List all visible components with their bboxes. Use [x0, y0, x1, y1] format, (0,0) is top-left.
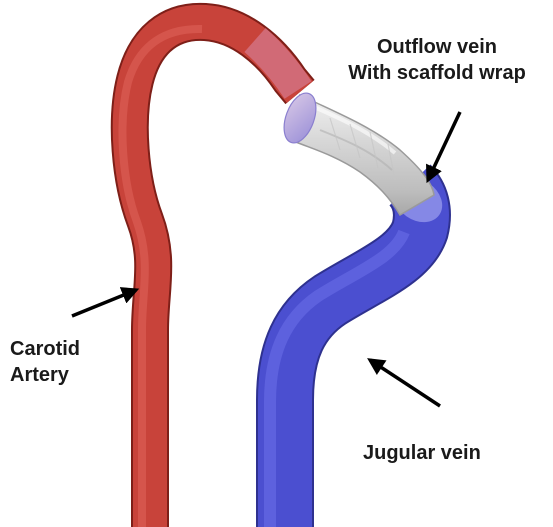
label-carotid-line2: Artery [10, 362, 80, 388]
label-jugular-vein: Jugular vein [363, 440, 481, 466]
scaffold-wrap [278, 89, 434, 215]
label-outflow-line1: Outflow vein [322, 34, 552, 60]
label-jugular-text: Jugular vein [363, 440, 481, 466]
jugular-vein [270, 169, 451, 527]
label-carotid-artery: Carotid Artery [10, 336, 80, 388]
label-outflow-vein: Outflow vein With scaffold wrap [322, 34, 552, 86]
label-outflow-line2: With scaffold wrap [322, 60, 552, 86]
arrow-carotid [72, 290, 136, 316]
arrow-outflow [428, 112, 460, 180]
arrow-jugular [370, 360, 440, 406]
label-carotid-line1: Carotid [10, 336, 80, 362]
